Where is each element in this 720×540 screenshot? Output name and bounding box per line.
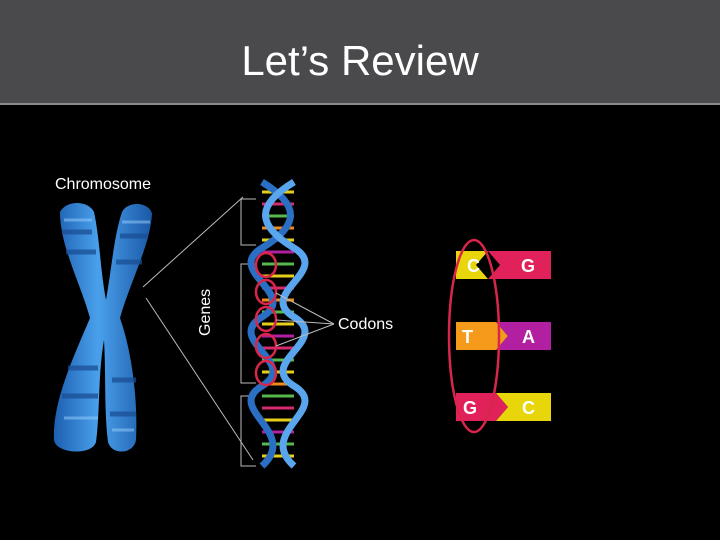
base-letter: A xyxy=(522,327,535,347)
codon-pair-3: G C xyxy=(456,393,551,421)
codons-label: Codons xyxy=(338,316,394,333)
base-block-c xyxy=(496,393,551,421)
base-block-g xyxy=(488,251,551,279)
base-block-a xyxy=(496,322,551,350)
slide-title: Let’s Review xyxy=(241,37,479,84)
chromosome-illustration xyxy=(53,203,152,452)
zoom-lines xyxy=(142,196,254,461)
codon-pointers xyxy=(275,292,335,347)
base-letter: G xyxy=(521,256,535,276)
title-bar xyxy=(0,0,720,103)
base-letter: G xyxy=(463,398,477,418)
base-block-t xyxy=(456,322,508,350)
title-divider xyxy=(0,103,720,105)
base-letter: C xyxy=(467,256,480,276)
codon-highlight-oval xyxy=(447,238,501,434)
chromosome-label: Chromosome xyxy=(55,176,152,193)
codon-pair-1: C G xyxy=(456,251,551,279)
genes-label: Genes xyxy=(197,288,214,336)
codon-pair-2: T A xyxy=(456,322,551,350)
base-block-g xyxy=(456,393,508,421)
base-letter: C xyxy=(522,398,535,418)
base-letter: T xyxy=(462,327,473,347)
dna-helix xyxy=(247,179,309,469)
base-block-c xyxy=(456,251,488,279)
codon-rings xyxy=(254,251,278,387)
